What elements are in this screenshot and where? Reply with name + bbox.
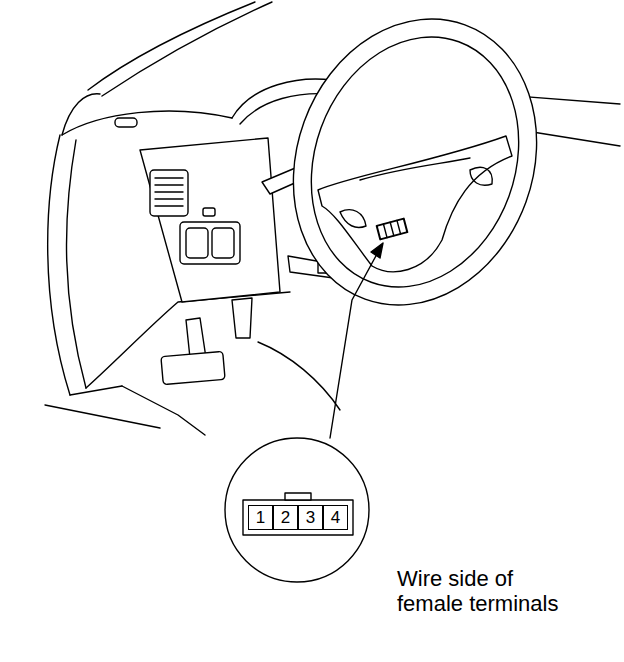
pin-number: 2: [281, 509, 290, 526]
pillar-line: [67, 140, 86, 388]
leader-line: [330, 254, 377, 438]
hub-hole: [340, 210, 366, 228]
pin-cell: 4: [323, 505, 348, 530]
defrost-vent: [115, 118, 137, 127]
steering-wheel: [254, 0, 576, 340]
caption-label: Wire side of female terminals: [397, 566, 569, 617]
dash-top: [62, 111, 232, 135]
arrowhead: [371, 243, 383, 258]
pin-number: 1: [256, 509, 265, 526]
switch: [186, 228, 208, 258]
windshield-edge: [88, 2, 255, 90]
floor-line: [258, 342, 340, 410]
vent-slats: [155, 178, 183, 206]
switch-panel: [180, 222, 240, 264]
floor-line: [122, 386, 205, 435]
wheel-hub: [318, 136, 512, 272]
pin-number: 3: [306, 509, 315, 526]
pillar-line: [62, 94, 100, 135]
dash-lower: [86, 292, 290, 388]
dash-lower: [70, 386, 122, 395]
hub-edge: [360, 158, 470, 180]
floor-line: [45, 405, 160, 428]
callout-circle: [225, 438, 369, 582]
brake-pedal: [161, 351, 225, 384]
pin-cell: 3: [298, 505, 323, 530]
hub-hole: [470, 167, 492, 185]
center-panel: [140, 138, 280, 302]
pin-cell: 2: [273, 505, 298, 530]
pedal-arm: [186, 318, 206, 358]
windshield-edge: [102, 2, 272, 96]
pin-cell: 1: [248, 505, 273, 530]
hub-connector: [377, 219, 408, 240]
pin-number: 4: [331, 509, 340, 526]
accelerator-pedal: [232, 298, 252, 338]
button: [203, 208, 215, 216]
connector-lock-tab: [285, 493, 311, 500]
center-vent: [150, 170, 188, 216]
switch: [212, 228, 234, 258]
connector-housing: [243, 500, 353, 535]
